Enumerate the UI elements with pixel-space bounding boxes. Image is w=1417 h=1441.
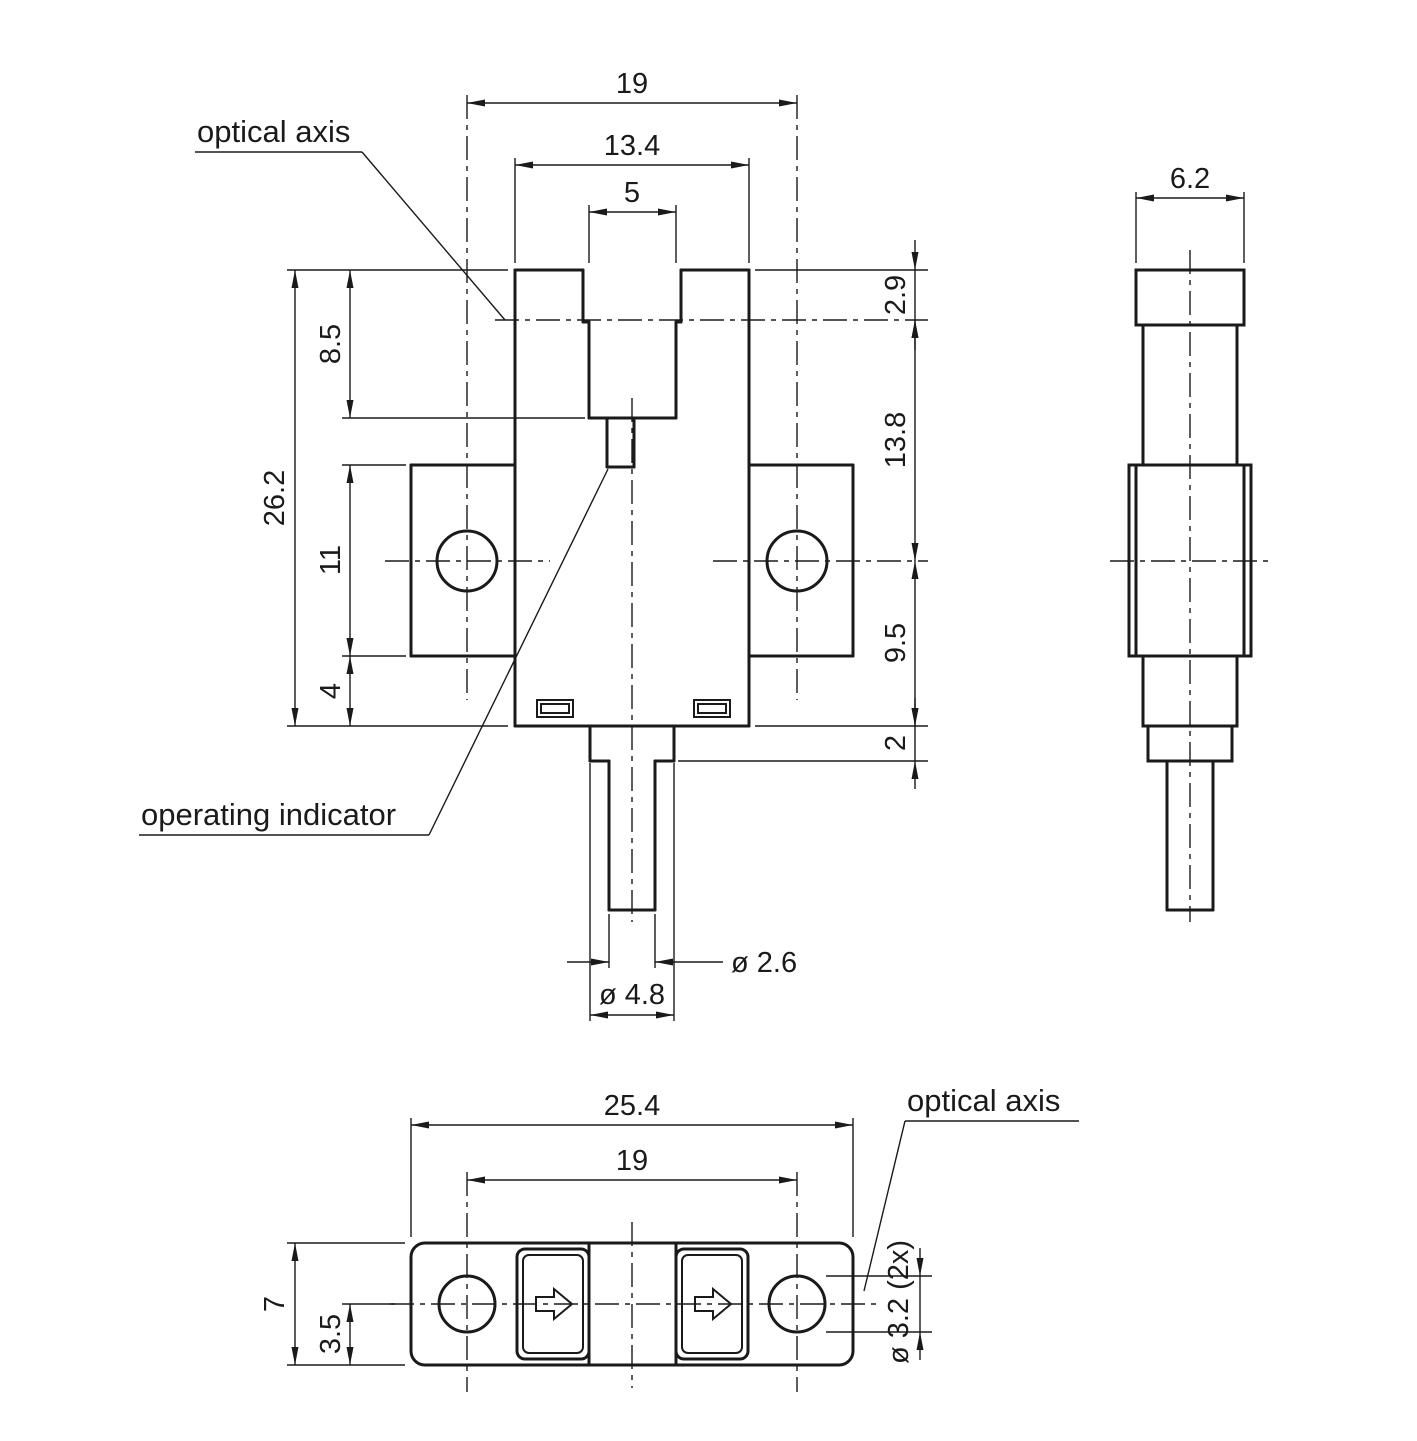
optical-axis-bottom-leader-line: [863, 1120, 906, 1292]
light-direction-arrow-right: [694, 1286, 733, 1322]
bottom-left-hole: [437, 1274, 497, 1334]
dim-front-cable-diameter: ø 2.6: [731, 947, 797, 979]
dim-front-slot-depth: 8.5: [315, 324, 347, 364]
side-dimensions: 6.2: [1135, 163, 1245, 263]
bottom-dimensions: 25.4 19 7 3.5 ø 3.2 (2x): [259, 1090, 932, 1366]
dim-front-gland-diameter: ø 4.8: [599, 979, 665, 1011]
led-window-left: [536, 699, 574, 718]
label-optical-axis-bottom: optical axis: [907, 1083, 1060, 1118]
bottom-body: [409, 1241, 855, 1367]
bottom-centerlines: [390, 1172, 880, 1392]
optical-axis-leader-line: [361, 151, 506, 321]
dim-bottom-overall-width: 25.4: [604, 1090, 660, 1122]
bottom-leader-labels: optical axis: [863, 1083, 1079, 1292]
cable-gland: [588, 724, 676, 763]
dim-front-top-to-optical-axis: 2.9: [880, 275, 912, 315]
right-mounting-hole: [765, 529, 829, 593]
bottom-outline: [409, 1241, 855, 1367]
bottom-view: 25.4 19 7 3.5 ø 3.2 (2x) optical axis: [259, 1083, 1079, 1392]
dim-bottom-hole-diameter: ø 3.2 (2x): [883, 1240, 915, 1364]
left-mounting-hole: [435, 529, 499, 593]
dim-front-flange-to-bottom: 4: [315, 683, 347, 699]
dim-front-slot-width: 5: [624, 177, 640, 209]
side-centerlines: [1110, 250, 1270, 922]
cable: [607, 759, 657, 912]
dim-bottom-axis-offset: 3.5: [315, 1314, 347, 1354]
dim-front-hole-spacing: 19: [616, 68, 648, 100]
side-cable: [1165, 759, 1215, 912]
front-centerlines: [385, 95, 928, 922]
side-view: 6.2: [1110, 163, 1270, 922]
dim-front-axis-to-hole-axis: 13.8: [880, 412, 912, 468]
light-direction-arrow-left: [535, 1286, 574, 1322]
label-optical-axis-front: optical axis: [197, 114, 350, 149]
operating-indicator-element: [605, 416, 636, 469]
side-outline: [1127, 268, 1253, 912]
bottom-right-hole: [767, 1274, 827, 1334]
operating-indicator-leader-line: [428, 468, 609, 836]
dim-side-depth: 6.2: [1170, 163, 1210, 195]
front-dimensions: 19 13.4 5 26.2 8.5 11: [259, 68, 928, 1021]
left-mounting-ear: [409, 463, 517, 658]
led-window-right: [693, 699, 731, 718]
front-leader-labels: optical axis operating indicator: [139, 114, 609, 836]
dim-front-gland-height: 2: [880, 735, 912, 751]
front-view: 19 13.4 5 26.2 8.5 11: [139, 68, 928, 1021]
dim-front-hole-axis-to-bottom: 9.5: [880, 623, 912, 663]
dim-front-fork-width: 13.4: [604, 130, 660, 162]
dim-front-flange-height: 11: [315, 545, 347, 575]
dim-bottom-depth: 7: [259, 1296, 291, 1312]
front-outline: [409, 268, 855, 912]
right-mounting-ear: [747, 463, 855, 658]
dim-front-total-height: 26.2: [259, 470, 291, 526]
dim-bottom-hole-spacing: 19: [616, 1145, 648, 1177]
label-operating-indicator: operating indicator: [141, 797, 396, 832]
